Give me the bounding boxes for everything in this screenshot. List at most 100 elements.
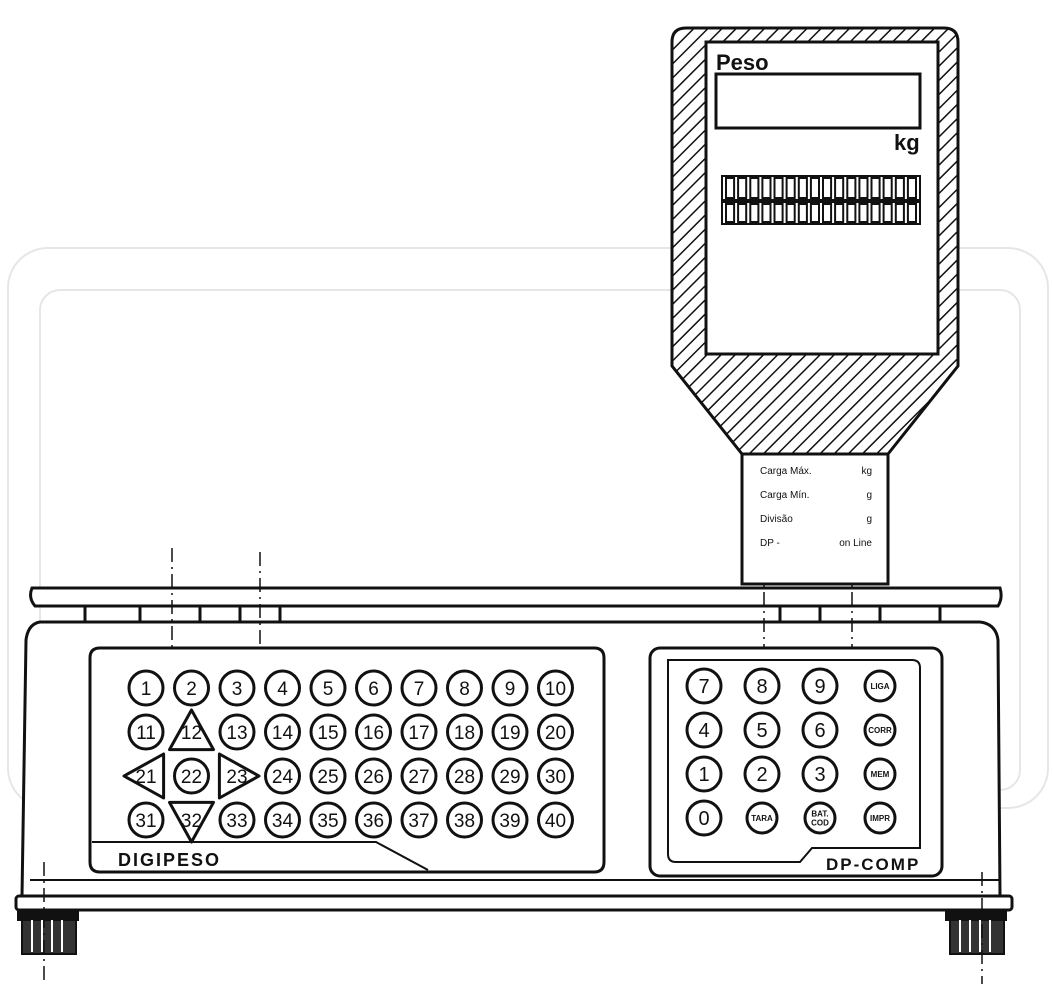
key-9[interactable]: 9 <box>491 669 529 707</box>
info-row-unit: kg <box>861 466 872 477</box>
key-label: 3 <box>232 679 243 700</box>
key-40[interactable]: 40 <box>537 801 574 839</box>
key-6[interactable]: 6 <box>355 669 392 707</box>
key-label: 33 <box>226 811 247 832</box>
key-label: 12 <box>181 723 202 744</box>
key-32[interactable]: 32 <box>168 800 215 844</box>
key-1[interactable]: 1 <box>127 669 165 707</box>
key-mem[interactable]: MEM <box>863 757 897 791</box>
key-0[interactable]: 0 <box>685 799 723 837</box>
key-impr[interactable]: IMPR <box>863 801 897 835</box>
segment-cell <box>870 177 881 199</box>
key-label: 5 <box>323 679 334 700</box>
key-13[interactable]: 13 <box>218 713 256 751</box>
key-tara[interactable]: TARA <box>745 801 779 835</box>
key-18[interactable]: 18 <box>446 713 483 751</box>
key-11[interactable]: 11 <box>127 713 165 751</box>
key-37[interactable]: 37 <box>400 801 438 839</box>
key-label: 35 <box>317 811 338 832</box>
key-label: 32 <box>181 811 202 832</box>
segment-cell <box>846 203 857 223</box>
key-label: 14 <box>272 723 294 744</box>
key-31[interactable]: 31 <box>127 801 165 839</box>
key-label: 0 <box>698 808 709 830</box>
segment-cell <box>773 177 784 199</box>
key-25[interactable]: 25 <box>309 757 347 795</box>
key-19[interactable]: 19 <box>491 713 529 751</box>
segment-cell <box>749 177 760 199</box>
key-7[interactable]: 7 <box>400 669 438 707</box>
key-2[interactable]: 2 <box>173 669 210 707</box>
key-label: 8 <box>756 676 767 698</box>
weight-window <box>714 72 922 130</box>
key-12[interactable]: 12 <box>168 708 215 752</box>
key-4[interactable]: 4 <box>264 669 301 707</box>
segment-cell <box>809 203 821 223</box>
key-label: 22 <box>181 767 202 788</box>
key-label: 13 <box>226 723 247 744</box>
key-label: 2 <box>186 679 197 700</box>
key-17[interactable]: 17 <box>400 713 438 751</box>
key-34[interactable]: 34 <box>264 801 301 839</box>
key-30[interactable]: 30 <box>537 757 574 795</box>
key-16[interactable]: 16 <box>355 713 392 751</box>
key-label: 8 <box>459 679 470 700</box>
info-row-label: Divisão <box>760 514 793 525</box>
info-plate: Carga Máx. kg Carga Mín. g Divisão g DP … <box>760 466 872 549</box>
key-22[interactable]: 22 <box>173 757 210 795</box>
key-label: 1 <box>698 764 709 786</box>
key-4[interactable]: 4 <box>685 711 723 749</box>
key-label: CORR <box>868 726 892 735</box>
key-7[interactable]: 7 <box>685 667 723 705</box>
segment-cell <box>822 177 833 199</box>
key-label: 27 <box>408 767 429 788</box>
segment-cell <box>737 203 748 223</box>
key-36[interactable]: 36 <box>355 801 392 839</box>
key-label: LIGA <box>870 682 889 691</box>
key-5[interactable]: 5 <box>309 669 347 707</box>
key-bat-cod[interactable]: BAT.COD <box>803 801 837 835</box>
key-8[interactable]: 8 <box>446 669 483 707</box>
key-10[interactable]: 10 <box>537 669 574 707</box>
key-2[interactable]: 2 <box>743 755 781 793</box>
segment-cell <box>809 177 821 199</box>
key-label: 9 <box>505 679 516 700</box>
key-label: 36 <box>363 811 384 832</box>
key-15[interactable]: 15 <box>309 713 347 751</box>
key-28[interactable]: 28 <box>446 757 483 795</box>
key-26[interactable]: 26 <box>355 757 392 795</box>
key-label: 17 <box>408 723 429 744</box>
key-14[interactable]: 14 <box>264 713 301 751</box>
key-label: 31 <box>135 811 156 832</box>
key-20[interactable]: 20 <box>537 713 574 751</box>
segment-cell <box>882 203 893 223</box>
right-panel-brand: DP-COMP <box>826 855 920 874</box>
key-35[interactable]: 35 <box>309 801 347 839</box>
foot-right <box>945 911 1007 955</box>
key-8[interactable]: 8 <box>743 667 781 705</box>
key-corr[interactable]: CORR <box>863 713 897 747</box>
segment-cell <box>906 203 918 223</box>
peso-label: Peso <box>716 50 769 75</box>
key-24[interactable]: 24 <box>264 757 301 795</box>
key-38[interactable]: 38 <box>446 801 483 839</box>
key-27[interactable]: 27 <box>400 757 438 795</box>
key-liga[interactable]: LIGA <box>863 669 897 703</box>
key-label: 24 <box>272 767 294 788</box>
key-5[interactable]: 5 <box>743 711 781 749</box>
key-21[interactable]: 21 <box>122 752 166 800</box>
key-3[interactable]: 3 <box>801 755 839 793</box>
key-6[interactable]: 6 <box>801 711 839 749</box>
key-1[interactable]: 1 <box>685 755 723 793</box>
key-29[interactable]: 29 <box>491 757 529 795</box>
key-39[interactable]: 39 <box>491 801 529 839</box>
key-33[interactable]: 33 <box>218 801 256 839</box>
key-label: 9 <box>814 676 825 698</box>
key-9[interactable]: 9 <box>801 667 839 705</box>
key-label: 34 <box>272 811 294 832</box>
left-panel-brand: DIGIPESO <box>118 850 221 870</box>
key-23[interactable]: 23 <box>217 752 261 800</box>
key-3[interactable]: 3 <box>218 669 256 707</box>
key-label: BAT. <box>811 810 828 819</box>
